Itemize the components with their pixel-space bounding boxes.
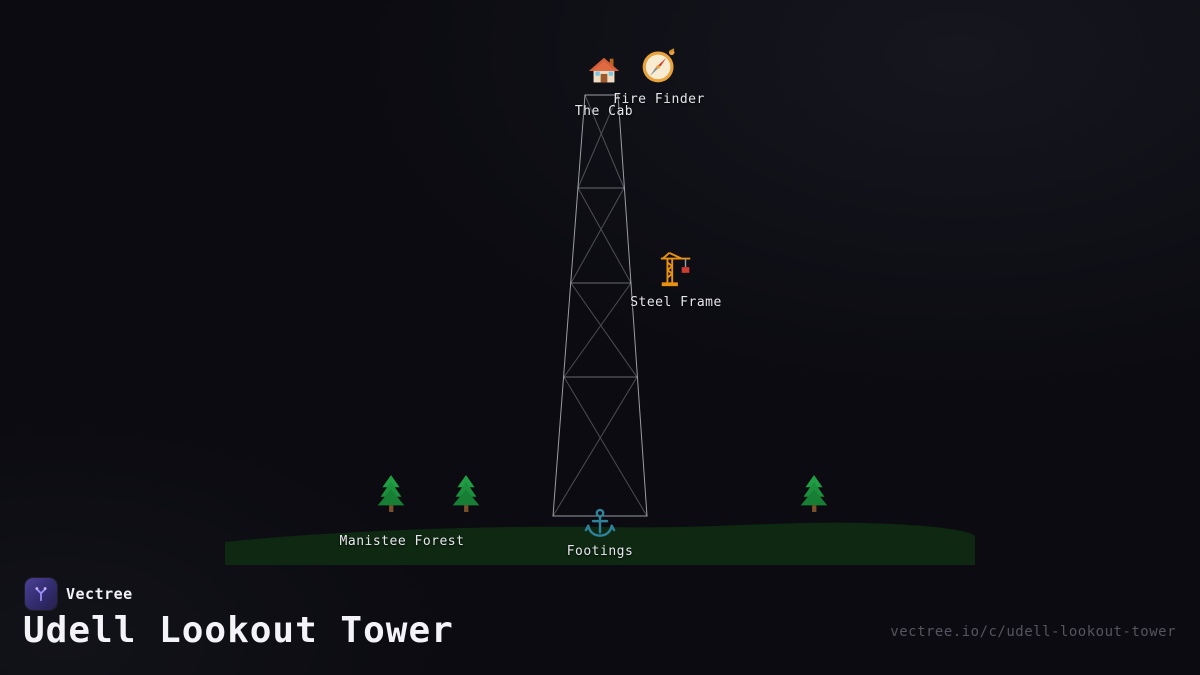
vectree-logo-icon: [35, 587, 47, 602]
tree-icon: [374, 474, 408, 512]
node-label: Footings: [566, 544, 634, 559]
anchor-icon: [584, 508, 616, 538]
tree-icon: [797, 474, 831, 512]
node-label: Steel Frame: [630, 295, 722, 310]
brand-row: Vectree: [25, 578, 133, 610]
compass-icon: [639, 46, 679, 86]
tower-structure: [552, 94, 648, 517]
tree-icon: [449, 474, 483, 512]
node-steel-frame[interactable]: Steel Frame: [606, 251, 746, 310]
node-label: The Cab: [574, 104, 634, 119]
node-the-cab[interactable]: The Cab: [534, 53, 674, 119]
ground: [225, 522, 975, 565]
vectree-logo[interactable]: [25, 578, 57, 610]
page-url: vectree.io/c/udell-lookout-tower: [890, 624, 1176, 640]
page-title: Udell Lookout Tower: [23, 610, 454, 651]
brand-name: Vectree: [66, 585, 133, 603]
house-icon: [585, 53, 623, 91]
node-footings[interactable]: Footings: [530, 508, 670, 559]
node-label: Manistee Forest: [339, 534, 465, 549]
node-fire-finder[interactable]: Fire Finder: [589, 46, 729, 107]
node-label: Fire Finder: [613, 92, 705, 107]
crane-icon: [657, 251, 695, 289]
